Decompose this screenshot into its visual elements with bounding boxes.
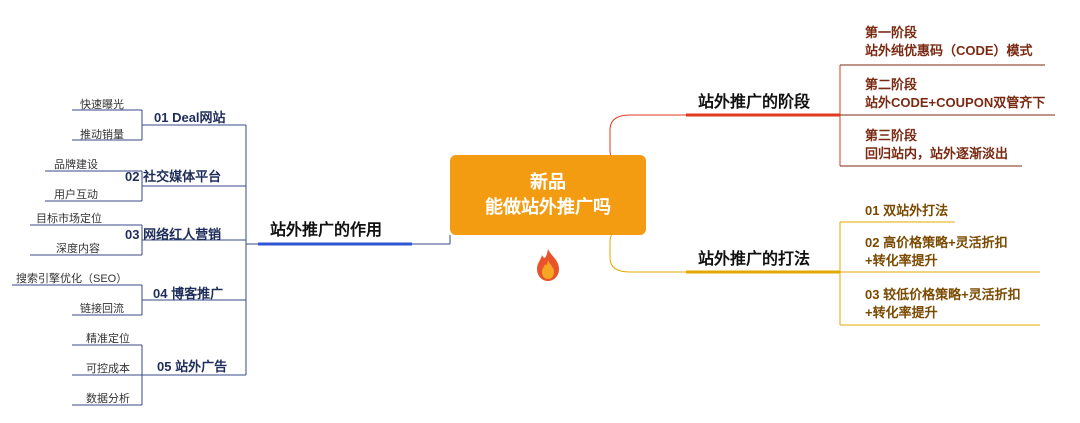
leaf-item: 目标市场定位: [36, 213, 102, 225]
stage-item: 第一阶段 站外纯优惠码（CODE）模式: [865, 24, 1033, 60]
branch-title-role: 站外推广的作用: [270, 222, 383, 239]
tactic-line1: 03 较低价格策略+灵活折扣: [865, 287, 1021, 302]
stage-name: 第二阶段: [865, 77, 918, 92]
branch-title-stages: 站外推广的阶段: [698, 94, 811, 111]
central-topic-line2: 能做站外推广吗: [485, 197, 611, 217]
branch-label-offsite-ads: 05 站外广告: [157, 359, 228, 374]
branch-label-social-media: 02 社交媒体平台: [125, 169, 222, 184]
stage-desc: 站外纯优惠码（CODE）模式: [865, 43, 1033, 58]
tactic-line2: +转化率提升: [865, 305, 938, 320]
stage-name: 第一阶段: [865, 25, 918, 40]
branch-label-influencer: 03 网络红人营销: [125, 227, 222, 242]
leaf-item: 品牌建设: [54, 159, 98, 171]
stage-desc: 站外CODE+COUPON双管齐下: [865, 95, 1046, 110]
leaf-item: 精准定位: [86, 333, 130, 345]
stage-item: 第二阶段 站外CODE+COUPON双管齐下: [865, 76, 1045, 112]
leaf-item: 可控成本: [86, 363, 130, 375]
tactic-line1: 02 高价格策略+灵活折扣: [865, 235, 1008, 250]
central-topic: 新品 能做站外推广吗: [450, 155, 646, 235]
brand-logo: [530, 248, 566, 296]
branch-label-blog: 04 博客推广: [153, 286, 224, 301]
stage-name: 第三阶段: [865, 128, 918, 143]
stage-desc: 回归站内，站外逐渐淡出: [865, 146, 1009, 161]
central-topic-line1: 新品: [530, 172, 566, 192]
tactic-line2: +转化率提升: [865, 253, 938, 268]
branch-label-deal-sites: 01 Deal网站: [154, 110, 226, 125]
tactic-item: 02 高价格策略+灵活折扣 +转化率提升: [865, 234, 1008, 270]
leaf-item: 推动销量: [80, 129, 124, 141]
leaf-item: 用户互动: [54, 189, 98, 201]
leaf-item: 链接回流: [80, 303, 124, 315]
flame-icon: [537, 249, 559, 281]
tactic-item: 03 较低价格策略+灵活折扣 +转化率提升: [865, 286, 1021, 322]
leaf-item: 数据分析: [86, 393, 130, 405]
leaf-item: 快速曝光: [80, 99, 124, 111]
tactic-item: 01 双站外打法: [865, 202, 948, 220]
leaf-item: 搜索引擎优化（SEO）: [16, 273, 128, 285]
tactic-line1: 01 双站外打法: [865, 203, 949, 218]
stage-item: 第三阶段 回归站内，站外逐渐淡出: [865, 127, 1008, 163]
leaf-item: 深度内容: [56, 243, 100, 255]
branch-title-tactics: 站外推广的打法: [698, 251, 811, 268]
